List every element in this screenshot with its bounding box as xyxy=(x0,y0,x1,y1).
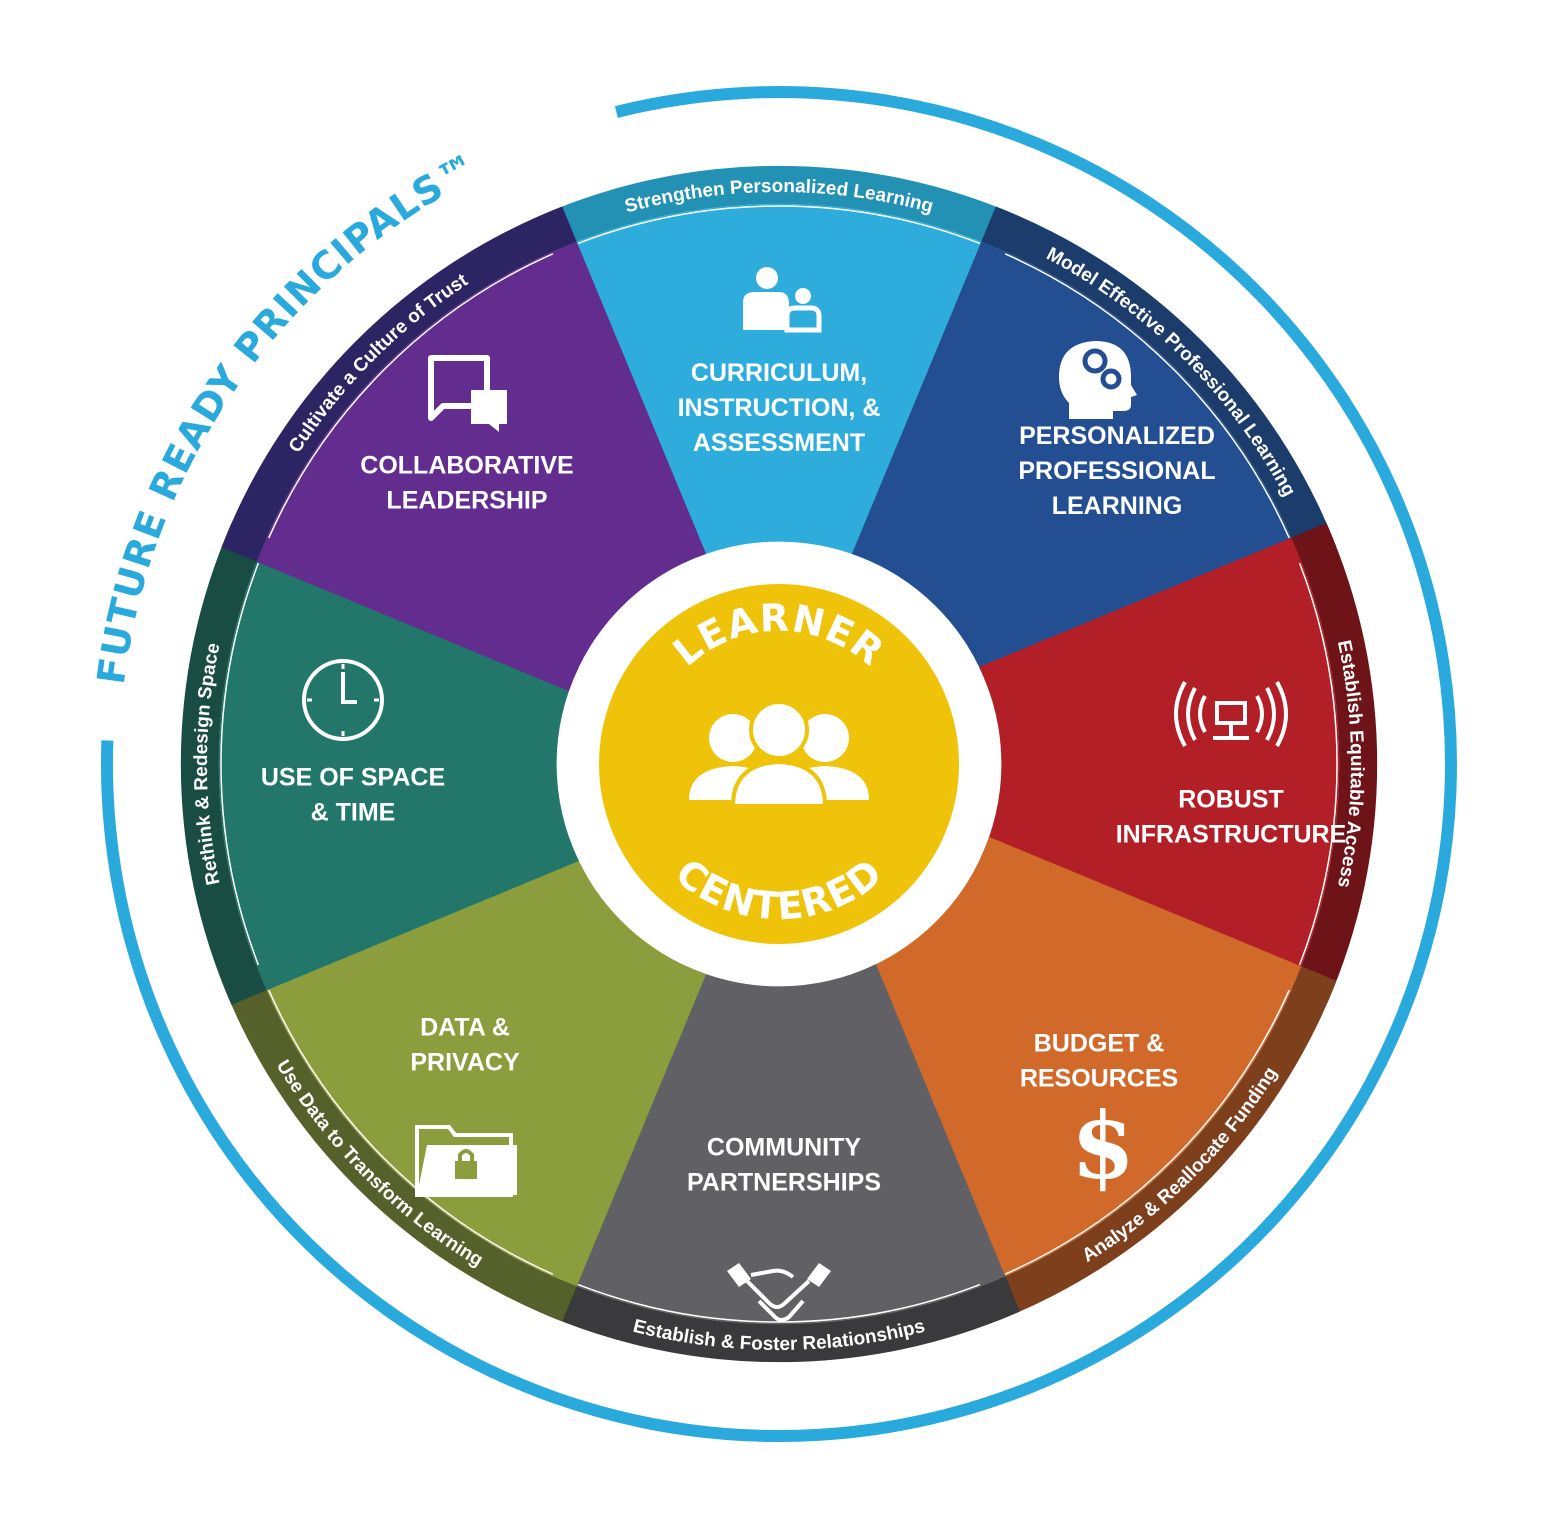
segment-label: DATA &PRIVACY xyxy=(410,1014,520,1077)
band-divider xyxy=(1298,562,1338,966)
dollar-icon: $ xyxy=(1071,1092,1135,1200)
segment-band xyxy=(981,206,1337,562)
segment-band xyxy=(538,1276,1020,1363)
band-divider xyxy=(1004,989,1290,1275)
chat-bubbles-icon xyxy=(428,355,507,432)
people-group-icon xyxy=(689,700,869,808)
locked-folder-icon xyxy=(415,1125,517,1197)
segment-band xyxy=(538,165,1020,252)
segment-band xyxy=(981,966,1337,1322)
clock-icon xyxy=(302,659,384,741)
segment-band xyxy=(221,206,577,562)
handshake-icon xyxy=(727,1263,831,1322)
band-divider xyxy=(220,562,260,966)
band-divider xyxy=(577,205,981,245)
teacher-student-icon xyxy=(743,267,822,333)
segment-wedge xyxy=(851,241,1302,692)
band-divider xyxy=(268,253,554,539)
band-divider xyxy=(577,1283,981,1323)
band-divider xyxy=(1004,253,1290,539)
segment-wedge xyxy=(256,241,707,692)
svg-text:$: $ xyxy=(1071,1092,1135,1200)
wireless-network-icon xyxy=(1174,681,1288,747)
segment-band xyxy=(180,523,267,1005)
segment-7: Cultivate a Culture of TrustCOLLABORATIV… xyxy=(221,206,707,692)
segment-band xyxy=(1291,523,1378,1005)
band-divider xyxy=(268,989,554,1275)
segment-label: CURRICULUM,INSTRUCTION, &ASSESSMENT xyxy=(678,359,881,457)
segment-wedge xyxy=(851,836,1302,1287)
segment-wedge xyxy=(256,836,707,1287)
outer-ring-arc xyxy=(100,86,1457,1443)
head-gears-icon xyxy=(1059,341,1137,419)
segment-label: BUDGET &RESOURCES xyxy=(1020,1030,1178,1093)
segment-band xyxy=(221,966,577,1322)
segment-label: USE OF SPACE& TIME xyxy=(261,764,445,827)
